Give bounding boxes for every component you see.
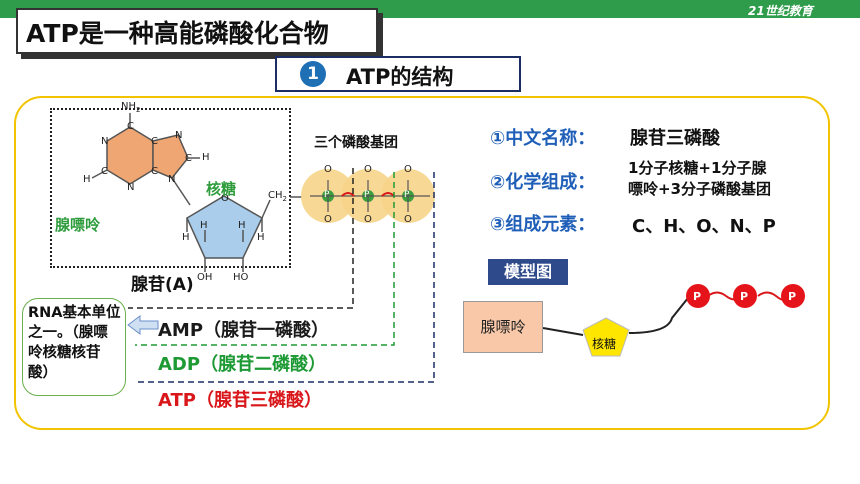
atom-h-r3: H — [238, 220, 246, 231]
atom-c-right: C — [151, 136, 158, 147]
section-number-badge: 1 — [300, 61, 326, 87]
atp-label: ATP（腺苷三磷酸） — [158, 390, 323, 411]
atom-c-left: C — [101, 166, 108, 177]
section-title: ATP的结构 — [346, 65, 454, 89]
phosphate-groups-label: 三个磷酸基团 — [314, 135, 398, 151]
model-phosphate-1 — [686, 284, 710, 308]
ribose-label: 核糖 — [206, 180, 237, 198]
atom-h-left: H — [83, 174, 91, 185]
model-adenine-box: 腺嘌呤 — [463, 301, 543, 353]
atom-n-5ring: N — [175, 130, 183, 141]
atom-p3: P — [404, 190, 410, 200]
name-key: ①中文名称： — [490, 128, 596, 149]
adp-label: ADP（腺苷二磷酸） — [158, 354, 327, 375]
atom-o-p2-top: O — [364, 164, 372, 175]
atom-o-p1-top: O — [324, 164, 332, 175]
page-title: ATP是一种高能磷酸化合物 — [26, 19, 329, 48]
atom-o-p3-bottom: O — [404, 214, 412, 225]
atp-connector-line — [135, 172, 435, 383]
model-phosphate-2 — [733, 284, 757, 308]
left-arrow-icon — [127, 315, 159, 335]
amp-connector-line — [128, 168, 354, 309]
composition-line-1: 1分子核糖+1分子腺 — [628, 159, 767, 177]
atom-h-r1: H — [182, 232, 190, 243]
model-phosphate-label-1: P — [693, 290, 702, 303]
adenine-five-ring — [152, 134, 189, 179]
atom-p2: P — [364, 190, 370, 200]
model-phosphate-label-2: P — [740, 290, 749, 303]
atom-o-p2-bottom: O — [364, 214, 372, 225]
atom-nh2: NH2 — [121, 101, 141, 114]
adenosine-label: 腺苷(A) — [131, 275, 194, 295]
rna-note-box — [22, 298, 126, 396]
atom-c-top: C — [127, 121, 134, 132]
atom-o-p3-top: O — [404, 164, 412, 175]
elements-value: C、H、O、N、P — [632, 216, 776, 237]
composition-key: ②化学组成： — [490, 172, 596, 193]
atom-c-mid: C — [151, 166, 158, 177]
atom-n-left: N — [101, 136, 109, 147]
atom-h-r4: H — [257, 232, 265, 243]
title-box — [16, 8, 378, 54]
high-energy-bond-1 — [341, 192, 355, 197]
atom-o-ring: O — [221, 193, 229, 204]
amp-label: AMP（腺苷一磷酸） — [158, 320, 330, 341]
rna-note-text: RNA基本单位之一。（腺嘌呤核糖核苷酸） — [28, 305, 121, 381]
atom-n-glycosidic: N — [168, 174, 176, 185]
adp-connector-line — [135, 172, 395, 346]
model-diagram-label: 模型图 — [488, 259, 568, 285]
adenine-six-ring — [106, 126, 154, 185]
atom-p1: P — [324, 190, 330, 200]
brand-logo-text: 21世纪教育 — [748, 4, 813, 18]
atom-ch2: CH2 — [268, 190, 287, 203]
model-ribose-pentagon — [582, 317, 630, 357]
adenine-label: 腺嘌呤 — [55, 216, 101, 234]
atom-h-5ring: H — [202, 152, 210, 163]
ribose-ring — [186, 195, 263, 259]
atom-oh: OH — [197, 272, 213, 283]
model-high-energy-bond-2 — [757, 291, 784, 301]
model-ribose-label: 核糖 — [592, 337, 617, 351]
atom-o-p1-bottom: O — [324, 214, 332, 225]
name-value: 腺苷三磷酸 — [630, 128, 720, 149]
atom-c-5ring: C — [185, 153, 192, 164]
atom-n-bottom: N — [127, 182, 135, 193]
adenosine-dotted-box — [50, 108, 291, 268]
atom-ho: HO — [233, 272, 249, 283]
model-phosphate-label-3: P — [788, 290, 797, 303]
atom-h-r2: H — [200, 220, 208, 231]
high-energy-bond-2 — [381, 192, 395, 197]
model-phosphate-3 — [781, 284, 805, 308]
elements-key: ③组成元素： — [490, 214, 596, 235]
composition-line-2: 嘌呤+3分子磷酸基团 — [628, 180, 772, 198]
